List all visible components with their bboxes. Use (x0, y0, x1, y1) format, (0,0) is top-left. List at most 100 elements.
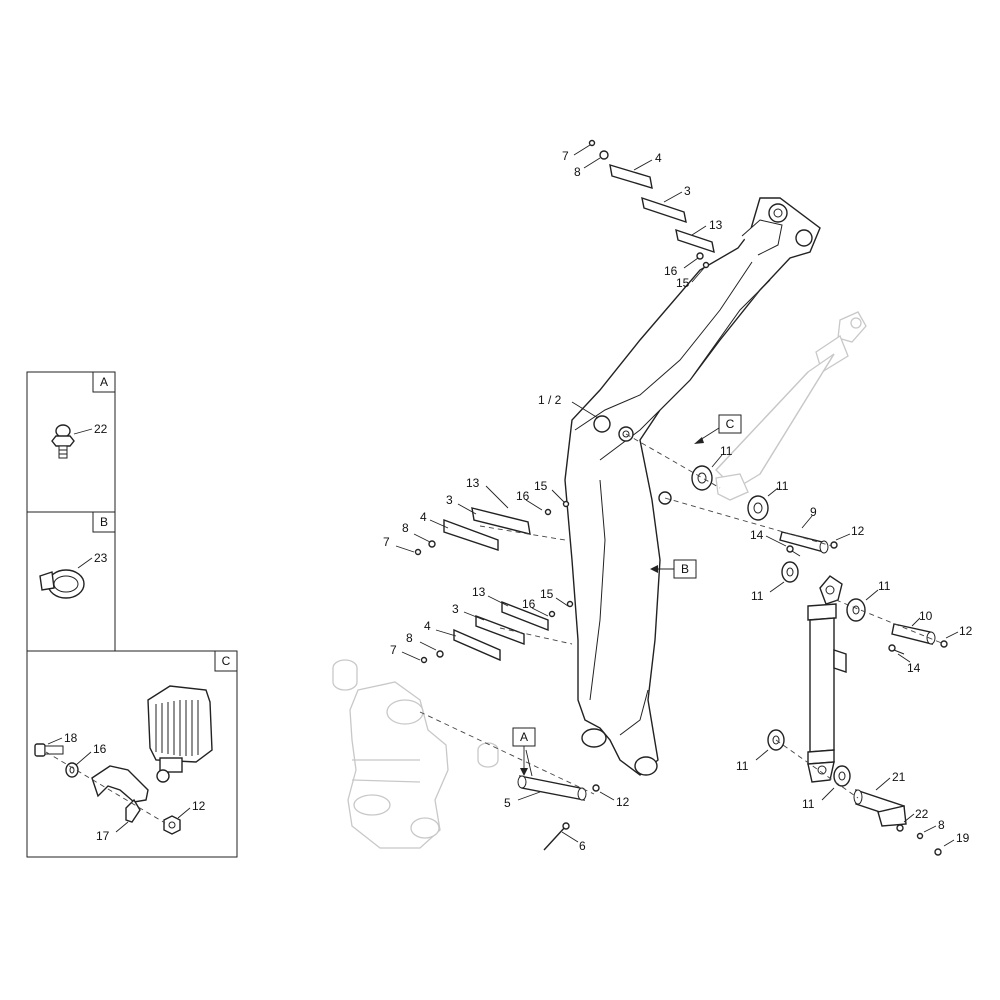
callout-5: 5 (504, 796, 511, 810)
callout-7-mid1: 7 (383, 535, 390, 549)
hose-clamp-icon (39, 569, 85, 599)
work-lamp-icon (147, 685, 213, 783)
callout-10: 10 (919, 609, 933, 623)
strip-plate-icon (453, 628, 501, 662)
nut-icon (163, 815, 181, 835)
washer-icon (436, 650, 444, 658)
callout-13-mid2: 13 (472, 585, 486, 599)
inset-panel-a: A 22 (26, 371, 116, 513)
grease-nipple-icon (51, 424, 75, 459)
reference-flag-b: B (650, 559, 697, 579)
callout-16-top: 16 (664, 264, 678, 278)
callout-11-c: 11 (751, 589, 764, 603)
callout-3-mid1: 3 (446, 493, 453, 507)
callout-3-top: 3 (684, 184, 691, 198)
callout-8-mid2: 8 (406, 631, 413, 645)
callout-8-mid1: 8 (402, 521, 409, 535)
swing-bracket-ghost (332, 659, 499, 849)
nut-icon (592, 784, 600, 792)
callout-22-inset: 22 (94, 422, 108, 436)
callout-18-inset: 18 (64, 731, 78, 745)
callout-3-mid2: 3 (452, 602, 459, 616)
foot-pin-5-icon (517, 775, 587, 801)
arm-cylinder-ghost (715, 311, 867, 501)
callout-16-mid2: 16 (522, 597, 536, 611)
screw-icon (566, 600, 574, 608)
strip-plate-icon (675, 228, 715, 254)
screw-icon (702, 261, 710, 269)
callout-11-e: 11 (736, 759, 749, 773)
screw-icon (562, 500, 570, 508)
washer-icon (916, 832, 924, 840)
callout-6: 6 (579, 839, 586, 853)
strip-plate-icon (501, 600, 549, 632)
callout-7-mid2: 7 (390, 643, 397, 657)
washer-icon (544, 508, 552, 516)
callout-12-b: 12 (959, 624, 973, 638)
callout-11-a: 11 (720, 444, 733, 458)
inset-b-label: B (100, 515, 108, 529)
callout-7-top: 7 (562, 149, 569, 163)
flag-c-label: C (726, 417, 735, 431)
callout-19: 19 (956, 831, 970, 845)
reference-flag-c: C (694, 414, 742, 444)
callout-15-top: 15 (676, 276, 690, 290)
inset-c-label: C (222, 654, 231, 668)
pin-21-icon (853, 789, 907, 827)
screw-icon (414, 548, 422, 556)
top-wear-strip-assembly (588, 139, 715, 269)
washer-icon (428, 540, 436, 548)
retaining-pin-6-icon (543, 822, 570, 851)
reference-flag-a: A (512, 727, 536, 776)
boom-cylinder (807, 575, 847, 783)
callout-21: 21 (892, 770, 906, 784)
callout-8-bottom: 8 (938, 818, 945, 832)
callout-13-mid1: 13 (466, 476, 480, 490)
callout-14-a: 14 (750, 528, 764, 542)
screw-icon (420, 656, 428, 664)
callout-16-mid1: 16 (516, 489, 530, 503)
callout-15-mid2: 15 (540, 587, 554, 601)
callout-8-top: 8 (574, 165, 581, 179)
callout-11-f: 11 (802, 797, 815, 811)
callout-11-b: 11 (776, 479, 789, 493)
flag-a-label: A (520, 730, 528, 744)
callout-1-2: 1 / 2 (538, 393, 562, 407)
callout-4-top: 4 (655, 151, 662, 165)
strip-plate-icon (475, 614, 525, 646)
inset-panel-b: B 23 (26, 511, 116, 652)
callout-17-inset: 17 (96, 829, 110, 843)
flag-b-label: B (681, 562, 689, 576)
grease-nipple-icon (896, 824, 904, 832)
nut-icon (940, 640, 948, 648)
callout-12-c: 12 (616, 795, 630, 809)
callout-12-a: 12 (851, 524, 865, 538)
lamp-bracket-icon (91, 765, 149, 823)
callout-11-d: 11 (878, 579, 891, 593)
callout-4-mid2: 4 (424, 619, 431, 633)
washer-icon (599, 150, 609, 160)
strip-plate-icon (471, 507, 531, 535)
wear-strip-assembly-2 (420, 600, 574, 664)
boom-arm (564, 197, 821, 776)
bolt-icon (34, 743, 64, 757)
washer-icon (548, 610, 556, 618)
strip-plate-icon (443, 518, 499, 551)
callout-12-inset: 12 (192, 799, 206, 813)
inset-a-label: A (100, 375, 108, 389)
callout-4-mid1: 4 (420, 510, 427, 524)
pin-10-icon (888, 623, 936, 655)
callout-15-mid1: 15 (534, 479, 548, 493)
callout-23-inset: 23 (94, 551, 108, 565)
callout-16-inset: 16 (93, 742, 107, 756)
screw-icon (588, 139, 596, 147)
inset-panel-c: C 18 16 17 (26, 650, 238, 858)
callout-9: 9 (810, 505, 817, 519)
callout-13-top: 13 (709, 218, 723, 232)
strip-plate-icon (641, 196, 687, 224)
nut-icon (830, 541, 838, 549)
washer-icon (696, 252, 704, 260)
screw-icon (934, 848, 942, 856)
pin-9-icon (779, 531, 829, 557)
